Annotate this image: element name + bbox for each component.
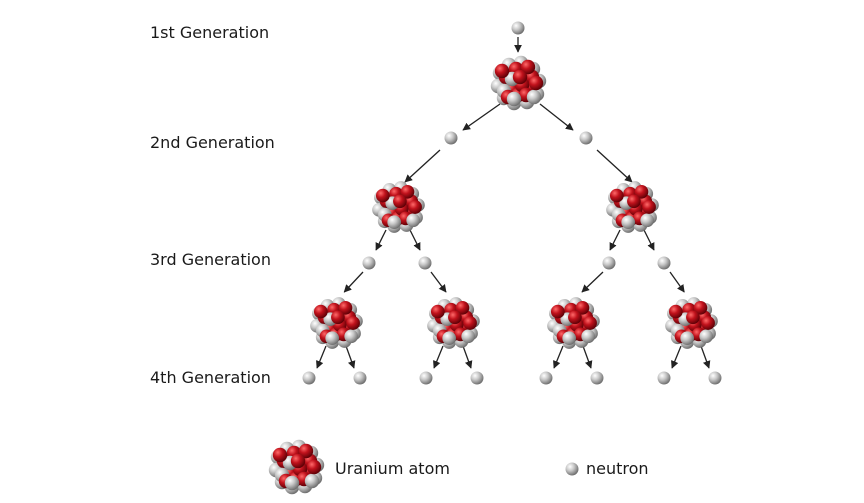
legend-uranium-label: Uranium atom bbox=[335, 459, 450, 478]
neutron-gen4-5 bbox=[539, 371, 553, 385]
arrow-gen2-out-3 bbox=[609, 229, 621, 251]
uranium-atom-gen3-2 bbox=[427, 297, 480, 349]
arrow-gen4-right-1 bbox=[345, 345, 356, 369]
generation-label-3: 3rd Generation bbox=[150, 250, 271, 269]
arrow-gen4-left-3 bbox=[553, 345, 564, 369]
arrow-gen1-right bbox=[539, 103, 574, 131]
legend bbox=[268, 439, 579, 495]
neutron-gen2-right bbox=[579, 131, 593, 145]
neutron-gen3-2 bbox=[418, 256, 432, 270]
uranium-atom-gen3-4 bbox=[665, 297, 718, 349]
uranium-atom-gen1 bbox=[490, 55, 547, 111]
generation-label-4: 4th Generation bbox=[150, 368, 271, 387]
neutron-gen4-2 bbox=[353, 371, 367, 385]
neutron-gen4-8 bbox=[708, 371, 722, 385]
arrow-gen4-left-2 bbox=[433, 345, 444, 369]
uranium-atom-gen2-1 bbox=[372, 181, 425, 233]
arrow-gen3-to-atom-4 bbox=[669, 271, 685, 293]
arrow-gen2-out-1 bbox=[375, 229, 387, 251]
neutron-gen2-left bbox=[444, 131, 458, 145]
neutron-gen4-7 bbox=[657, 371, 671, 385]
arrow-gen4-right-2 bbox=[462, 345, 473, 369]
neutron-gen4-3 bbox=[419, 371, 433, 385]
generation-label-2: 2nd Generation bbox=[150, 133, 275, 152]
uranium-atom-gen3-1 bbox=[310, 297, 363, 349]
legend-neutron-icon bbox=[565, 462, 579, 476]
arrow-gen4-left-1 bbox=[316, 345, 327, 369]
neutron-gen4-4 bbox=[470, 371, 484, 385]
arrow-gen2-out-4 bbox=[643, 229, 655, 251]
arrow-gen3-to-atom-2 bbox=[430, 271, 447, 293]
neutron-gen4-1 bbox=[302, 371, 316, 385]
arrow-gen2-left-to-atom bbox=[404, 149, 441, 183]
neutrons-layer bbox=[302, 21, 722, 385]
neutron-gen3-3 bbox=[602, 256, 616, 270]
neutron-gen1 bbox=[511, 21, 525, 35]
arrow-gen4-right-3 bbox=[582, 345, 593, 369]
arrow-gen4-right-4 bbox=[700, 345, 711, 369]
arrow-gen2-right-to-atom bbox=[596, 149, 633, 183]
uranium-atom-gen2-2 bbox=[606, 181, 659, 233]
legend-uranium-atom-icon bbox=[268, 439, 325, 495]
arrow-gen3-to-atom-3 bbox=[581, 271, 604, 293]
arrow-gen3-to-atom-1 bbox=[343, 271, 364, 293]
arrow-gen4-left-4 bbox=[671, 345, 682, 369]
generation-label-1: 1st Generation bbox=[150, 23, 270, 42]
neutron-gen4-6 bbox=[590, 371, 604, 385]
neutron-gen3-1 bbox=[362, 256, 376, 270]
uranium-atom-gen3-3 bbox=[547, 297, 600, 349]
arrows-layer bbox=[316, 37, 711, 369]
arrow-gen2-out-2 bbox=[409, 229, 421, 251]
neutron-gen3-4 bbox=[657, 256, 671, 270]
arrow-gen1-left bbox=[462, 103, 501, 131]
legend-neutron-label: neutron bbox=[586, 459, 649, 478]
atoms-layer bbox=[310, 55, 718, 349]
